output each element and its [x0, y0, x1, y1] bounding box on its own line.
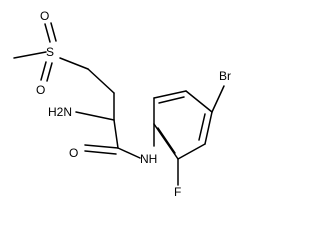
atom-carbonyl-oxygen: O — [69, 146, 78, 160]
ring-bond-2 — [153, 90, 187, 99]
ring-bond-6 — [153, 123, 179, 160]
atom-fluorine: F — [174, 185, 181, 199]
atom-labels: S O O H2N O NH Br F — [36, 9, 231, 199]
ring-bond-4 — [204, 111, 213, 145]
bond-carbonyl-o-b — [84, 150, 117, 155]
atom-oxygen-top: O — [40, 9, 49, 23]
atom-bromine: Br — [219, 69, 231, 83]
bonds — [13, 22, 225, 186]
bond-ring-br — [211, 85, 225, 113]
ring-inner-3 — [157, 127, 176, 154]
ring-bond-5 — [177, 143, 206, 160]
bond-calpha-carbonyl — [113, 119, 119, 149]
ring-inner-2 — [198, 113, 206, 141]
bond-s-o-bottom-b — [46, 62, 53, 82]
atom-sulfur: S — [46, 45, 54, 59]
bond-carbonyl-o-a — [84, 144, 119, 149]
bond-carbonyl-nh — [117, 147, 141, 159]
bond-calpha-nh2 — [75, 111, 115, 121]
bond-methyl-s — [13, 51, 47, 59]
ring-bond-3 — [185, 90, 213, 113]
bond-s-ch2 — [59, 57, 89, 70]
atom-oxygen-bottom: O — [36, 83, 45, 97]
structure-canvas: S O O H2N O NH Br F — [13, 9, 231, 199]
atom-amine: H2N — [48, 105, 72, 119]
bond-s-o-top-b — [50, 22, 57, 42]
bond-s-o-bottom-a — [40, 61, 47, 81]
ring-inner-1 — [158, 96, 185, 104]
atom-amide-nh: NH — [140, 152, 157, 166]
bond-ch2-ch2 — [87, 68, 115, 94]
bond-s-o-top-a — [44, 23, 51, 43]
